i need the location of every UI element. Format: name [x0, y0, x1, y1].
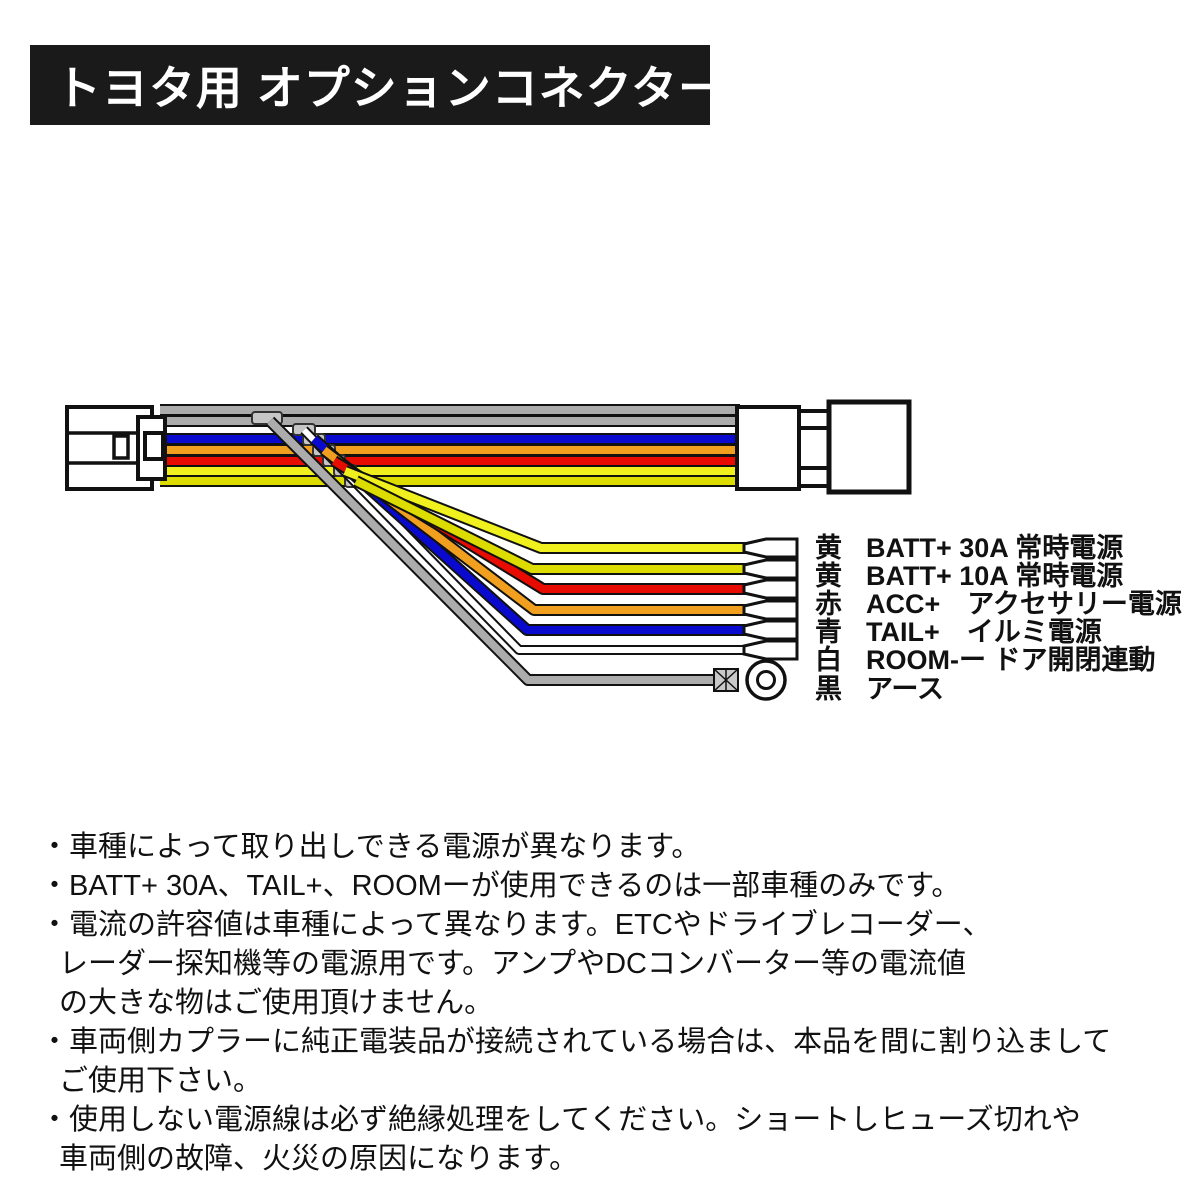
- wire-function-label: ROOM-ー ドア開閉連動: [866, 644, 1156, 675]
- ring-crimp-hatch: [713, 668, 739, 692]
- wire-color-name: 青: [815, 616, 842, 647]
- left-connector-nose-slot: [143, 431, 165, 461]
- right-connector-tab-bottom: [797, 466, 831, 488]
- wire-color-name: 赤: [815, 588, 842, 619]
- spade-terminal-batt30: [742, 537, 799, 559]
- spade-terminal-batt10: [742, 558, 799, 580]
- wire-function-label: アース: [866, 673, 945, 704]
- spade-terminal-acc: [742, 578, 799, 600]
- note-line: の大きな物はご使用頂けません。: [59, 987, 494, 1019]
- wire-label-row: 白 ROOM-ー ドア開閉連動: [815, 638, 1156, 676]
- spade-terminal-acc-sub: [742, 599, 799, 621]
- right-connector-tab-top: [797, 409, 831, 430]
- note-line: ・車種によって取り出しできる電源が異なります。: [40, 831, 701, 863]
- branch-wire-batt10: [354, 477, 748, 573]
- wire-color-name: 白: [815, 644, 842, 675]
- wire-color-name: 黄: [815, 560, 842, 591]
- right-connector-housing: [826, 399, 912, 495]
- ring-terminal-hole: [756, 670, 776, 690]
- note-line: ・使用しない電源線は必ず絶縁処理をしてください。ショートしヒューズ切れや: [40, 1104, 1081, 1136]
- wire-color-name: 黄: [815, 532, 842, 563]
- wiring-diagram: [65, 399, 912, 701]
- note-line: ・BATT+ 30A、TAIL+、ROOMーが使用できるのは一部車種のみです。: [40, 870, 961, 902]
- wire-label-row: 青 TAIL+ イルミ電源: [815, 610, 1102, 648]
- wire-label-row: 黄 BATT+ 30A 常時電源: [815, 526, 1123, 564]
- branch-wire-batt30: [343, 467, 748, 552]
- notes-section: ・車種によって取り出しできる電源が異なります。 ・BATT+ 30A、TAIL+…: [40, 828, 1190, 1179]
- spade-terminal-room: [742, 639, 799, 661]
- wire-function-label: BATT+ 30A 常時電源: [866, 532, 1124, 563]
- note-line: 車両側の故障、火災の原因になります。: [59, 1143, 579, 1175]
- branch-wire-room: [301, 427, 748, 653]
- wire-label-row: 赤 ACC+ アクセサリー電源: [815, 582, 1182, 620]
- wire-label-row: 黄 BATT+ 10A 常時電源: [815, 554, 1123, 592]
- page-title: トヨタ用 オプションコネクター: [55, 62, 725, 114]
- spade-terminal-tail: [742, 619, 799, 641]
- wire-color-name: 黒: [815, 673, 842, 704]
- left-connector-lock-tab: [112, 434, 130, 460]
- note-line: ・電流の許容値は車種によって異なります。ETCやドライブレコーダー、: [40, 909, 992, 941]
- note-line: ・車両側カプラーに純正電装品が接続されている場合は、本品を間に割り込まして: [40, 1026, 1112, 1058]
- header-bar: トヨタ用 オプションコネクター: [30, 45, 724, 125]
- wire-function-label: BATT+ 10A 常時電源: [866, 560, 1124, 591]
- wire-function-label: TAIL+ イルミ電源: [866, 616, 1102, 647]
- branch-wire-ground: [267, 418, 716, 684]
- wire-function-label: ACC+ アクセサリー電源: [866, 588, 1182, 619]
- wire-label-row: 黒 アース: [815, 667, 944, 705]
- note-line: レーダー探知機等の電源用です。アンプやDCコンバーター等の電流値: [59, 948, 966, 980]
- right-connector-body: [735, 405, 801, 491]
- note-line: ご使用下さい。: [59, 1065, 263, 1097]
